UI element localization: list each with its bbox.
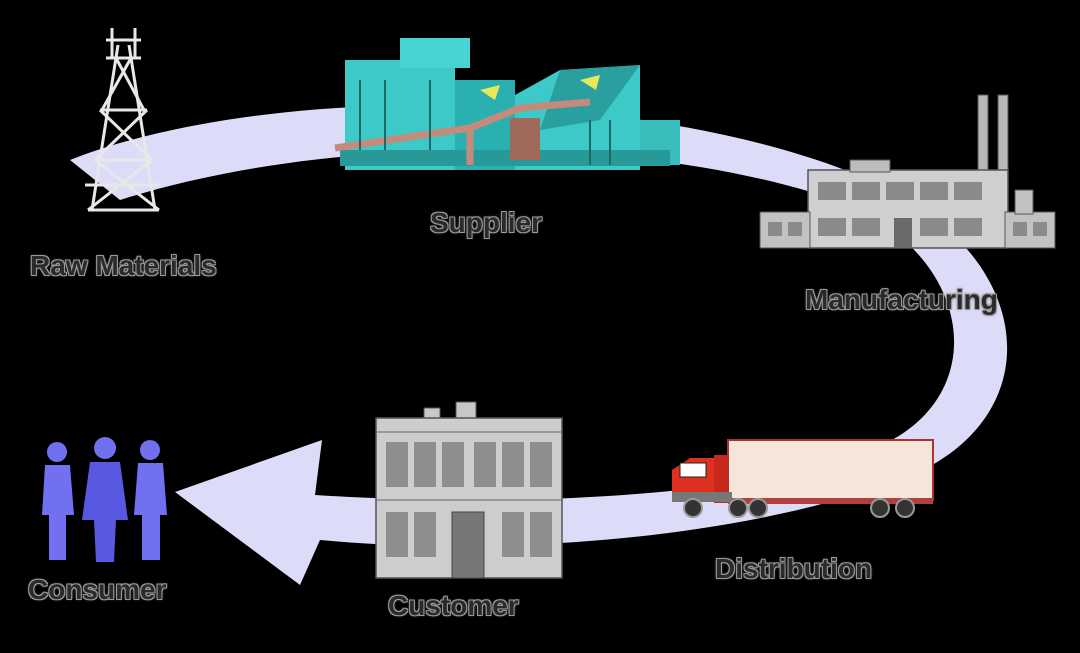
people-icon (42, 437, 167, 562)
store-building-icon (375, 401, 563, 579)
label-consumer: Consumer (28, 574, 167, 605)
supplier-plant-icon (334, 38, 680, 170)
label-distribution: Distribution (715, 553, 873, 584)
label-manufacturing: Manufacturing (805, 284, 998, 315)
truck-icon (672, 439, 934, 518)
oil-derrick-icon (85, 28, 160, 212)
label-raw-materials: Raw Materials (30, 250, 217, 281)
factory-icon (759, 94, 1056, 249)
flow-arrow (70, 104, 1008, 585)
label-customer: Customer (388, 590, 519, 621)
label-supplier: Supplier (430, 207, 543, 238)
